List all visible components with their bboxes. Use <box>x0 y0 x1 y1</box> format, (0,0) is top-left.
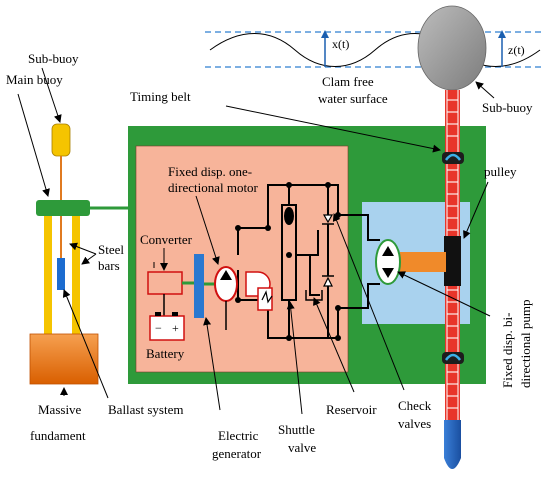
electric-generator-label-line2: generator <box>212 446 262 461</box>
timing-belt-label: Timing belt <box>130 89 191 104</box>
leader-arrows <box>17 67 495 415</box>
pulley-label: pulley <box>484 164 517 179</box>
blue-belt-tip <box>444 420 461 469</box>
shuttle-valve-label-line1: Shuttle <box>278 422 315 437</box>
converter <box>147 271 183 295</box>
left-buoy-assembly <box>29 123 128 385</box>
water-surface-group: x(t) z(t) Clam free water surface <box>205 30 545 106</box>
left-steel-bar <box>44 216 52 336</box>
massive-fundament-label-line2: fundament <box>30 428 86 443</box>
wave-curve <box>209 33 541 67</box>
fixed-motor-label-line1: Fixed disp. one- <box>168 164 252 179</box>
power-train <box>147 254 273 330</box>
right-buoy-assembly <box>417 5 487 469</box>
pump-label-line2: directional pump <box>518 300 533 388</box>
ballast-weight <box>57 258 65 290</box>
pulley <box>444 236 461 286</box>
motor-leak-symbol <box>245 271 273 311</box>
massive-fundament-label-line1: Massive <box>38 402 82 417</box>
steel-bars-label-line2: bars <box>98 258 120 273</box>
right-sub-buoy <box>417 5 487 91</box>
shuttle-valve-label-line2: valve <box>288 440 316 455</box>
check-valves-label-line1: Check <box>398 398 432 413</box>
battery-plus-sign: + <box>172 321 179 335</box>
converter-label: Converter <box>140 232 193 247</box>
battery-minus-sign: − <box>155 321 162 335</box>
sub-buoy-left-label: Sub-buoy <box>28 51 79 66</box>
check-valves-label-line2: valves <box>398 416 431 431</box>
fixed-motor-label-line2: directional motor <box>168 180 259 195</box>
main-buoy-label: Main buoy <box>6 72 63 87</box>
massive-fundament <box>29 333 99 385</box>
x-t-label: x(t) <box>332 37 349 51</box>
lower-belt-clamp <box>442 352 464 364</box>
labels: Sub-buoy Main buoy Steel bars Massive fu… <box>6 51 533 461</box>
reservoir-label: Reservoir <box>326 402 377 417</box>
steel-bars-label-line1: Steel <box>98 242 124 257</box>
electric-generator <box>194 254 204 318</box>
z-t-label: z(t) <box>508 43 525 57</box>
main-buoy-disc <box>36 200 90 216</box>
sub-buoy-right-label: Sub-buoy <box>482 100 533 115</box>
bidirectional-pump <box>375 239 446 285</box>
calm-water-label-line2: water surface <box>318 91 388 106</box>
pump-shaft <box>400 252 446 272</box>
left-sub-buoy <box>51 123 71 157</box>
upper-belt-clamp <box>442 152 464 164</box>
belt-teeth <box>447 99 458 409</box>
pump-body <box>375 239 401 285</box>
right-steel-bar <box>72 216 80 336</box>
battery: − + <box>149 312 185 341</box>
ballast-system-label: Ballast system <box>108 402 183 417</box>
calm-water-label-line1: Clam free <box>322 74 374 89</box>
battery-label: Battery <box>146 346 185 361</box>
electric-generator-label-line1: Electric <box>218 428 259 443</box>
pump-label-line1: Fixed disp. bi- <box>500 313 515 388</box>
